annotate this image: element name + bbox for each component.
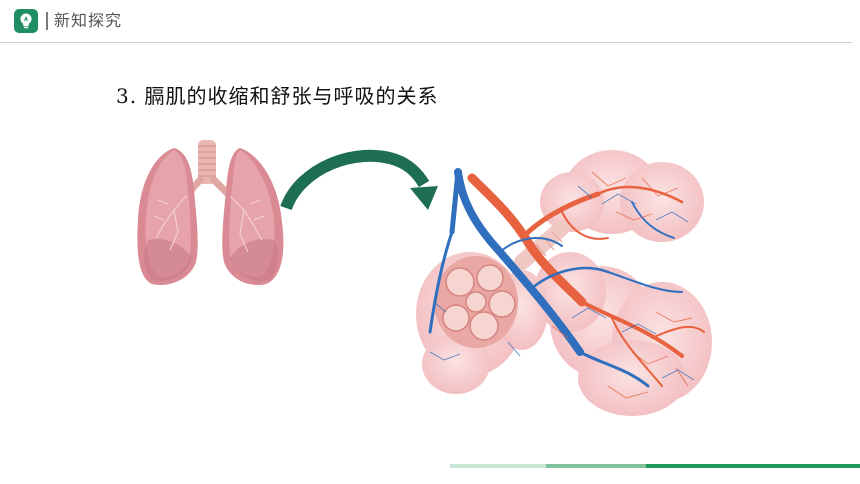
header-divider (0, 42, 852, 43)
lungs-illustration (137, 140, 284, 286)
logo (14, 9, 38, 33)
slide-title: 3. 膈肌的收缩和舒张与呼吸的关系 (116, 84, 439, 108)
alveoli-with-capillaries-illustration (416, 150, 712, 416)
lightbulb-icon (20, 13, 32, 29)
footer-accent-segment (546, 464, 646, 468)
footer-accent-segment (450, 464, 546, 468)
header: 新知探究 (0, 0, 860, 43)
header-separator (46, 12, 48, 30)
footer-accent-segment (646, 464, 860, 468)
footer-accent-line (450, 464, 860, 468)
header-title: 新知探究 (54, 11, 123, 30)
curved-arrow-icon (280, 149, 438, 211)
